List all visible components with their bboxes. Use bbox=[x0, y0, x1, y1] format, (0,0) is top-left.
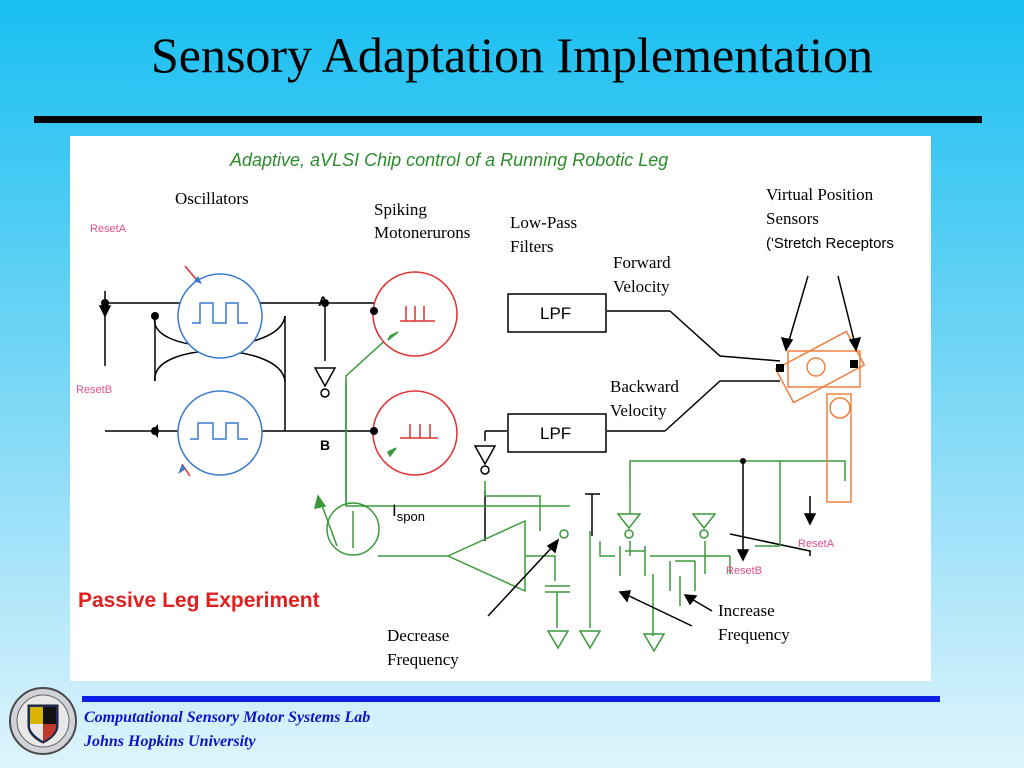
label-backward-1: Backward bbox=[610, 377, 679, 396]
diagram-heading: Adaptive, aVLSI Chip control of a Runnin… bbox=[229, 150, 668, 170]
label-forward-2: Velocity bbox=[613, 277, 670, 296]
junction-dots bbox=[101, 299, 746, 464]
increase-label-1: Increase bbox=[718, 601, 775, 620]
lpf-top-box bbox=[507, 293, 607, 333]
label-backward-2: Velocity bbox=[610, 401, 667, 420]
neuron-top bbox=[372, 271, 458, 357]
passive-leg-label: Passive Leg Experiment bbox=[78, 589, 320, 612]
reset-a-left: ResetA bbox=[90, 223, 127, 235]
robotic-leg bbox=[774, 330, 866, 503]
lpf-top-label: LPF bbox=[540, 304, 571, 323]
increase-label-2: Frequency bbox=[718, 625, 790, 644]
reset-a-right: ResetA bbox=[798, 538, 835, 550]
inverter-green-2 bbox=[691, 513, 717, 530]
lpf-bottom-box bbox=[507, 413, 607, 453]
label-virtual-2: Sensors bbox=[766, 209, 819, 228]
ispon-label: Ispon bbox=[392, 501, 425, 524]
oscillator-top bbox=[177, 273, 263, 359]
inverter-lpf bbox=[473, 445, 497, 466]
sensor-left bbox=[776, 364, 784, 372]
label-virtual-3: ('Stretch Receptors bbox=[766, 235, 894, 252]
reset-b-left: ResetB bbox=[76, 384, 112, 396]
lpf-bottom-label: LPF bbox=[540, 424, 571, 443]
inverter-ab bbox=[313, 367, 337, 388]
arrows bbox=[98, 265, 862, 627]
footer-university: Johns Hopkins University bbox=[84, 733, 256, 750]
footer-lab-name: Computational Sensory Motor Systems Lab bbox=[84, 709, 371, 726]
footer-rule bbox=[82, 696, 940, 702]
node-b-label: B bbox=[320, 437, 330, 453]
inverter-green-1 bbox=[616, 513, 642, 530]
ispon-sub: spon bbox=[397, 509, 425, 524]
label-lowpass-1: Low-Pass bbox=[510, 213, 577, 232]
diagram-panel: Adaptive, aVLSI Chip control of a Runnin… bbox=[70, 136, 931, 681]
label-virtual-1: Virtual Position bbox=[766, 185, 874, 204]
label-lowpass-2: Filters bbox=[510, 237, 553, 256]
ground-symbols bbox=[546, 630, 666, 653]
neuron-bottom bbox=[372, 390, 458, 476]
decrease-label-2: Frequency bbox=[387, 650, 459, 669]
slide-title: Sensory Adaptation Implementation bbox=[150, 27, 874, 83]
university-seal-logo bbox=[9, 687, 77, 755]
decrease-label-1: Decrease bbox=[387, 626, 449, 645]
label-forward-1: Forward bbox=[613, 253, 671, 272]
ispon-main: I bbox=[392, 501, 397, 520]
reset-b-right: ResetB bbox=[726, 565, 762, 577]
title-underline bbox=[34, 116, 982, 123]
sensor-right bbox=[850, 360, 858, 368]
node-a-label: A bbox=[318, 293, 328, 309]
label-spiking-2: Motonerurons bbox=[374, 223, 470, 242]
oscillator-bottom bbox=[177, 390, 263, 476]
label-spiking-1: Spiking bbox=[374, 200, 427, 219]
circuit-diagram: Adaptive, aVLSI Chip control of a Runnin… bbox=[76, 150, 894, 669]
label-oscillators: Oscillators bbox=[175, 189, 249, 208]
